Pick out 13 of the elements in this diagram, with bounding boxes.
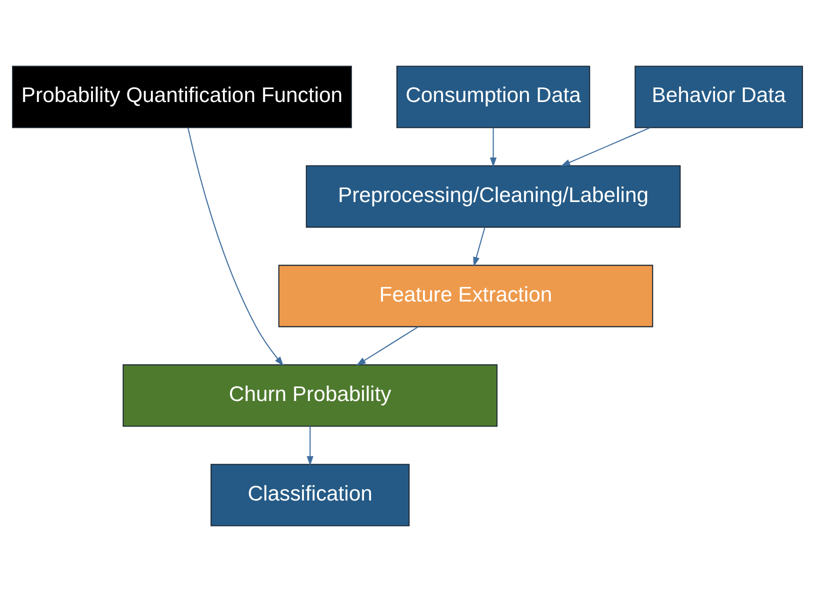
node-box: Preprocessing/Cleaning/Labeling [306, 165, 681, 228]
arrow [560, 127, 650, 166]
node-box: Churn Probability [122, 364, 498, 427]
node-box: Consumption Data [396, 66, 590, 128]
arrow [473, 227, 486, 267]
node-box: Behavior Data [634, 66, 803, 128]
arrow [306, 426, 314, 466]
node-box: Probability Quantification Function [12, 66, 352, 128]
arrow [490, 128, 497, 168]
node-box: Classification [210, 464, 410, 526]
arrow [188, 128, 284, 366]
node-box: Feature Extraction [278, 264, 654, 328]
arrow [356, 326, 418, 366]
